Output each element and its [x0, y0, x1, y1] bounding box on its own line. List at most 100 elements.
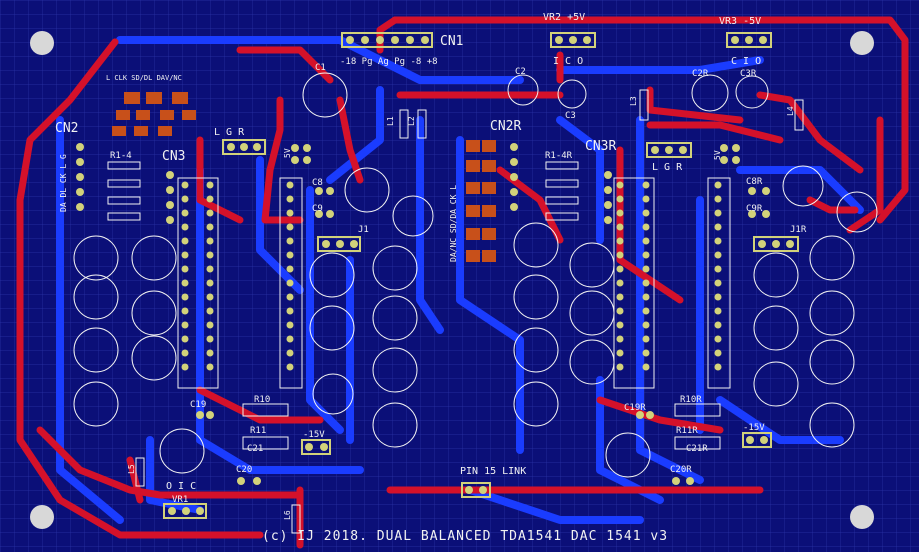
- ic-pin: [286, 209, 294, 217]
- c21-label: C21: [247, 444, 263, 454]
- ic-pin: [181, 349, 189, 357]
- c20r-label: C20R: [670, 465, 692, 475]
- j1-label: J1: [358, 225, 369, 235]
- l5-label: L5: [127, 464, 136, 474]
- ic-pin: [616, 363, 624, 371]
- left-cap-array: [73, 235, 418, 448]
- c19-label: C19: [190, 400, 206, 410]
- l4-label: L4: [786, 106, 795, 116]
- minus15-label: -15V: [303, 430, 325, 440]
- pin15-block: [461, 482, 491, 498]
- cn2-side-label: DA DL CK L G: [59, 154, 68, 212]
- r10r-label: R10R: [680, 395, 702, 405]
- c1-label: C1: [315, 63, 326, 73]
- ic-pin: [206, 251, 214, 259]
- ic-pin: [181, 321, 189, 329]
- cn1-block: [341, 32, 433, 48]
- cn3-label: CN3: [162, 149, 185, 164]
- ic-pin: [642, 195, 650, 203]
- j1r-block: [753, 236, 799, 252]
- ic-pin: [286, 293, 294, 301]
- ic-pin: [206, 363, 214, 371]
- ic-pin: [616, 223, 624, 231]
- ic-pin: [206, 265, 214, 273]
- ic-pin: [642, 237, 650, 245]
- ic-pin: [286, 279, 294, 287]
- ic-pin: [616, 251, 624, 259]
- ic-pin: [206, 293, 214, 301]
- minus15-block: [301, 439, 331, 455]
- ic-pin: [286, 223, 294, 231]
- ic-pin: [286, 307, 294, 315]
- ic-pin: [616, 307, 624, 315]
- ic-pin: [206, 195, 214, 203]
- ic-pin: [714, 363, 722, 371]
- vr1-block: [163, 503, 207, 519]
- ic-pin: [206, 279, 214, 287]
- ic-pin: [714, 293, 722, 301]
- r1-4r-label: R1-4R: [545, 151, 573, 161]
- c3-label: C3: [565, 111, 576, 121]
- mount-holes: [30, 31, 874, 529]
- j1r-label: J1R: [790, 225, 807, 235]
- l2-label: L2: [407, 116, 416, 126]
- right-cap-array: [513, 222, 855, 448]
- mount-hole-bottom-left: [30, 505, 54, 529]
- vr1-label: VR1: [172, 495, 188, 505]
- ic-pin: [206, 209, 214, 217]
- ic-pin: [286, 321, 294, 329]
- ic-pin: [181, 307, 189, 315]
- vr2-label: VR2 +5V: [543, 12, 585, 23]
- vr3-pins-label: C I O: [731, 56, 761, 67]
- lgr-block: [222, 139, 266, 155]
- ic-pin: [642, 335, 650, 343]
- minus15r-label: -15V: [743, 423, 765, 433]
- ic-pin: [714, 223, 722, 231]
- mount-hole-top-left: [30, 31, 54, 55]
- c8-label: C8: [312, 178, 323, 188]
- ic-pin: [616, 321, 624, 329]
- ic-pin: [714, 321, 722, 329]
- ic-pin: [286, 335, 294, 343]
- silkscreen-labels: CN1 -18 Pg Ag Pg -8 +8 VR2 +5V I C O VR3…: [55, 12, 807, 544]
- ic-pin: [642, 293, 650, 301]
- c9-label: C9: [312, 204, 323, 214]
- jumper-pads: [112, 92, 496, 262]
- ic-pin: [181, 195, 189, 203]
- ic-pin: [286, 181, 294, 189]
- ic-pin: [181, 293, 189, 301]
- ic-pin: [206, 223, 214, 231]
- r10-label: R10: [254, 395, 270, 405]
- five-v-label: 5V: [283, 148, 292, 158]
- vr1-pins-label: O I C: [166, 481, 196, 492]
- r11r-label: R11R: [676, 426, 698, 436]
- c9r-label: C9R: [746, 204, 763, 214]
- ic-pin: [642, 363, 650, 371]
- ic-pin: [642, 209, 650, 217]
- ic-pin: [206, 321, 214, 329]
- vr3-label: VR3 -5V: [719, 16, 761, 27]
- ic-pin: [714, 195, 722, 203]
- ic-pins: [181, 181, 722, 371]
- ic-pin: [181, 335, 189, 343]
- ic-pin: [286, 195, 294, 203]
- ic-pin: [181, 251, 189, 259]
- lgr-label: L G R: [214, 127, 245, 138]
- cn2r-label: CN2R: [490, 119, 521, 134]
- r1-4-label: R1-4: [110, 151, 132, 161]
- ic-pin: [286, 363, 294, 371]
- ic-pin: [642, 265, 650, 273]
- ic-pin: [714, 237, 722, 245]
- footer-credit: (c) IJ 2018. DUAL BALANCED TDA1541 DAC 1…: [262, 529, 668, 544]
- mount-hole-bottom-right: [850, 505, 874, 529]
- ic-pin: [714, 335, 722, 343]
- ic-pin: [714, 307, 722, 315]
- c3r-label: C3R: [740, 69, 757, 79]
- ic-pin: [181, 279, 189, 287]
- l1-label: L1: [386, 116, 395, 126]
- ic-pin: [714, 265, 722, 273]
- ic-pin: [286, 265, 294, 273]
- c8r-label: C8R: [746, 177, 763, 187]
- c20-label: C20: [236, 465, 252, 475]
- cn2-label: CN2: [55, 121, 78, 136]
